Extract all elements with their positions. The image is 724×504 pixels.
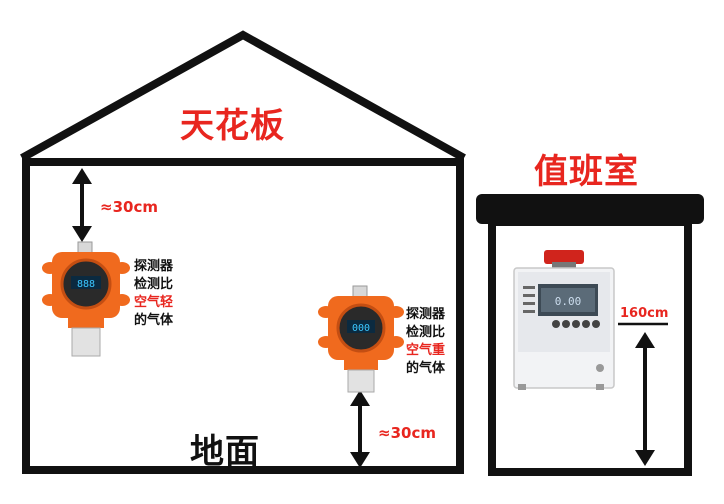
note-line: 的气体 bbox=[134, 313, 174, 328]
floor-label: 地面 bbox=[190, 432, 260, 472]
svg-text:888: 888 bbox=[77, 279, 95, 290]
svg-text:0.00: 0.00 bbox=[555, 295, 582, 308]
height-label: 160cm bbox=[620, 306, 669, 321]
note-line: 的气体 bbox=[406, 361, 446, 376]
floor-distance-arrow bbox=[350, 390, 370, 468]
ceiling-label: 天花板 bbox=[180, 106, 285, 146]
duty-room bbox=[476, 194, 704, 476]
height-marker-160cm bbox=[618, 322, 668, 466]
detector-heavy-note: 探测器 检测比 空气重 的气体 bbox=[406, 306, 445, 378]
note-line: 检测比 bbox=[134, 277, 174, 292]
ceiling-distance-arrow bbox=[72, 168, 92, 242]
floor-distance-label: ≈30cm bbox=[378, 424, 436, 442]
duty-room-title: 值班室 bbox=[534, 152, 639, 192]
note-line-highlight: 空气重 bbox=[406, 343, 446, 358]
gas-detector-ceiling: 888 bbox=[42, 241, 130, 357]
alarm-controller: 0.00 bbox=[513, 250, 615, 390]
gas-detector-floor: 000 bbox=[318, 285, 404, 393]
ceiling-distance-label: ≈30cm bbox=[100, 198, 158, 216]
detector-light-note: 探测器 检测比 空气轻 的气体 bbox=[134, 258, 173, 330]
house-outline bbox=[20, 30, 466, 474]
svg-text:000: 000 bbox=[352, 323, 370, 334]
note-line: 探测器 bbox=[406, 307, 446, 322]
note-line-highlight: 空气轻 bbox=[134, 295, 174, 310]
note-line: 探测器 bbox=[134, 259, 174, 274]
note-line: 检测比 bbox=[406, 325, 446, 340]
